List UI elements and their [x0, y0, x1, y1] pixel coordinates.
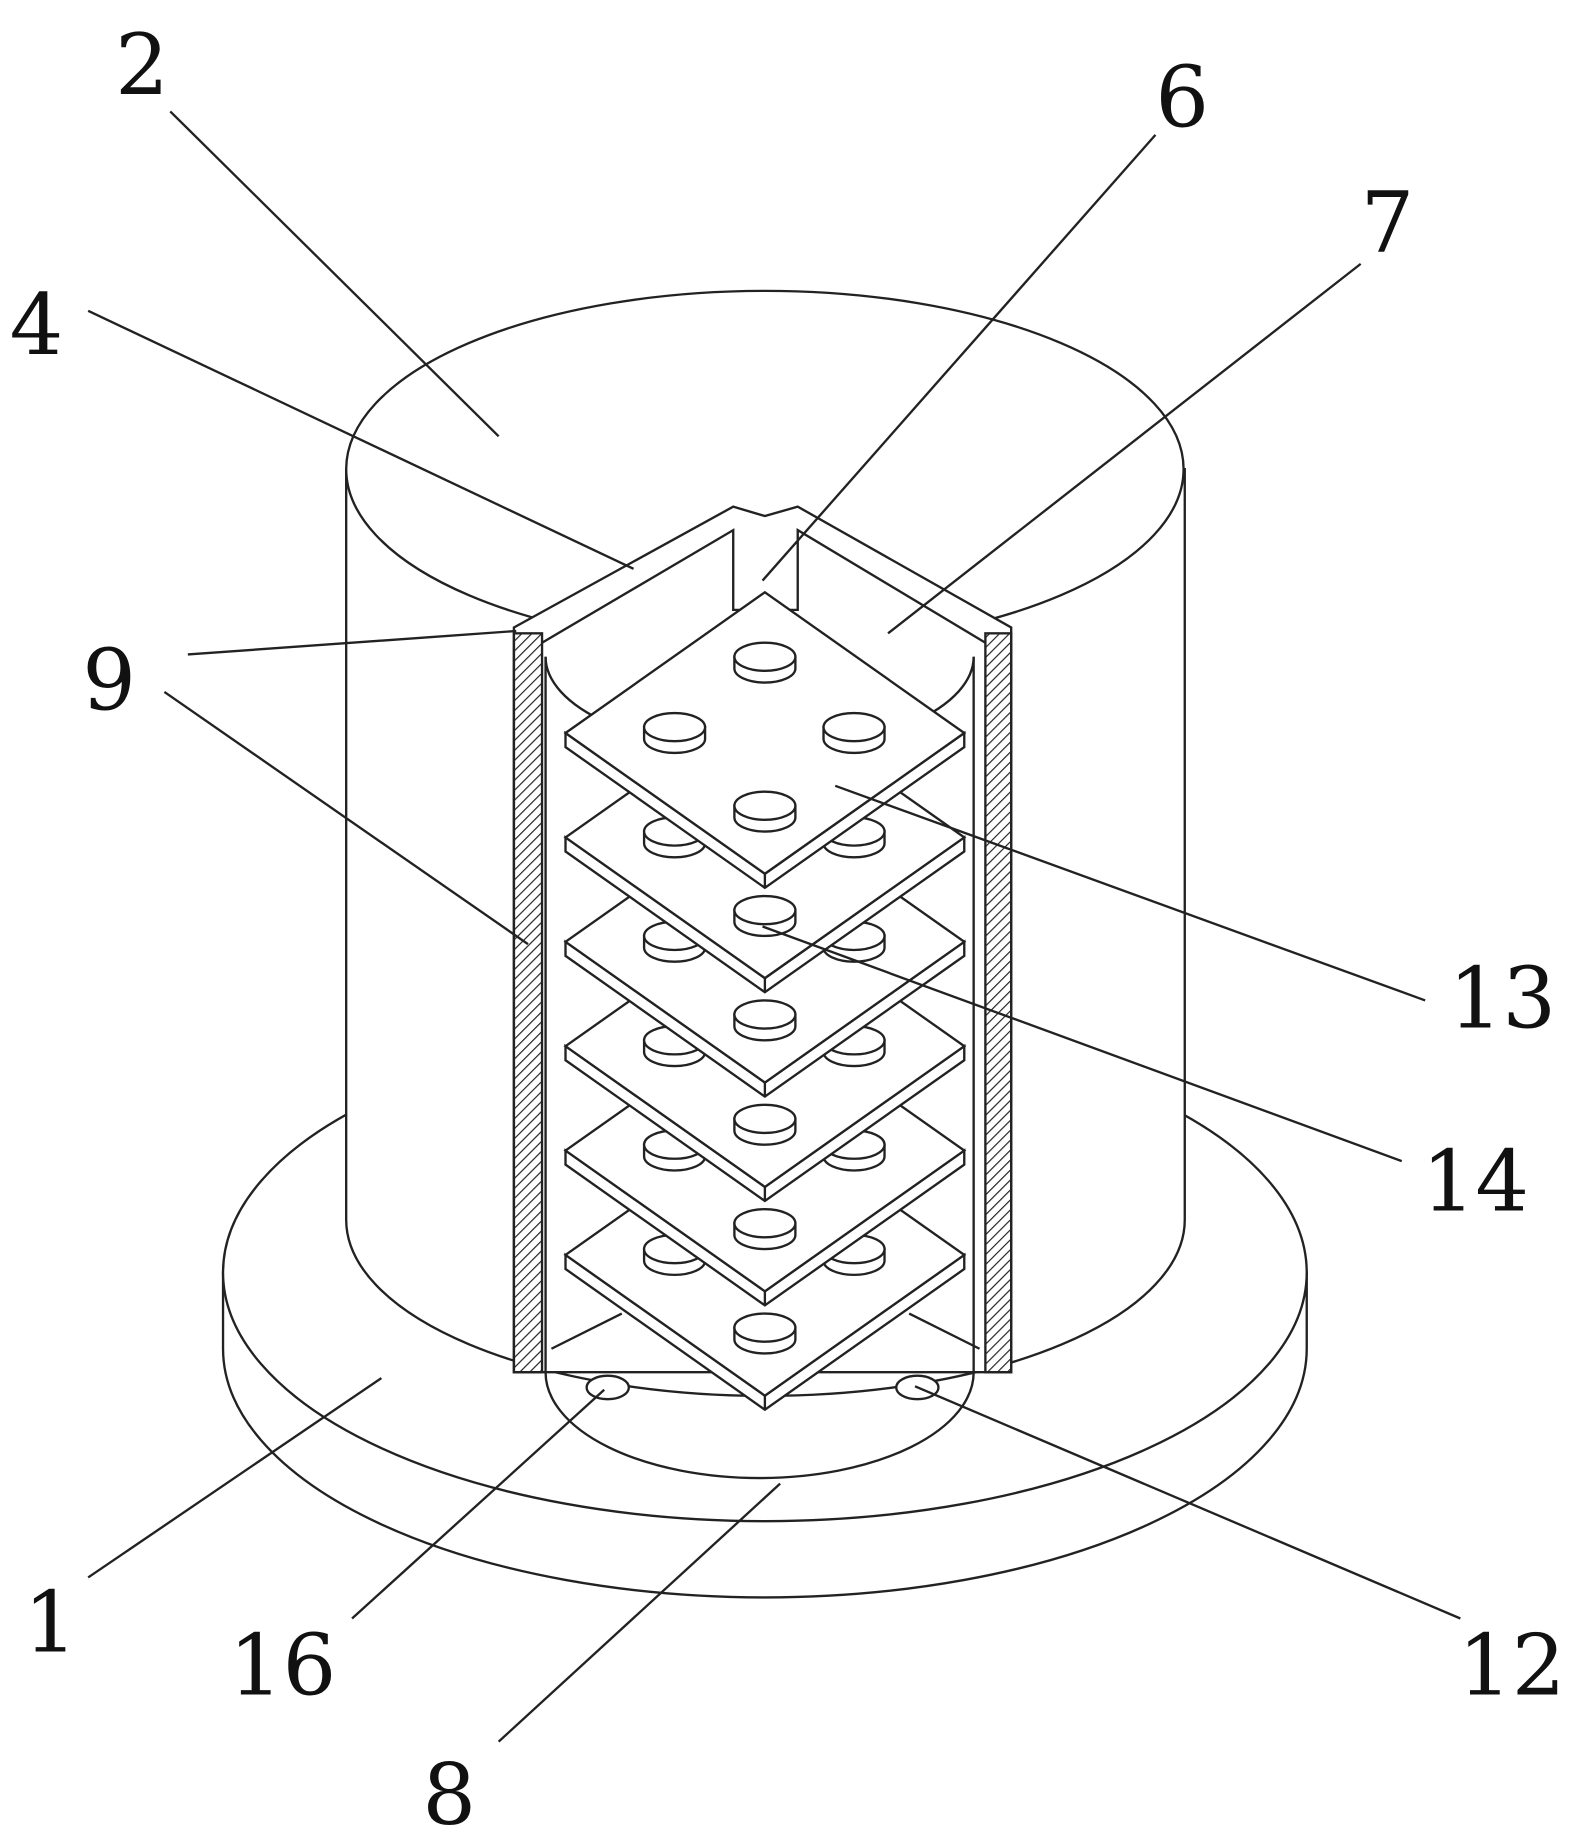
- label-13: 13: [1449, 949, 1556, 1047]
- label-8: 8: [422, 1746, 476, 1839]
- spacer-disk: [734, 1000, 795, 1040]
- label-12: 12: [1458, 1617, 1565, 1715]
- spacer-disk: [734, 792, 795, 832]
- spacer-disk: [644, 713, 705, 753]
- spacer-disk: [824, 713, 885, 753]
- label-7: 7: [1361, 174, 1415, 272]
- hatched-strip-left: [514, 633, 542, 1372]
- label-2: 2: [115, 16, 169, 114]
- label-9: 9: [82, 632, 136, 730]
- spacer-disk: [734, 1105, 795, 1145]
- label-14: 14: [1422, 1132, 1529, 1230]
- spacer-disk: [734, 643, 795, 683]
- leader-2: [170, 111, 498, 436]
- hole-16: [587, 1376, 629, 1399]
- label-4: 4: [10, 276, 64, 374]
- label-1: 1: [24, 1573, 78, 1671]
- hatched-strip-right: [985, 633, 1011, 1372]
- label-16: 16: [229, 1617, 336, 1715]
- spacer-disk: [734, 1314, 795, 1354]
- spacer-disk: [734, 1209, 795, 1249]
- label-6: 6: [1155, 49, 1209, 147]
- spacer-disk: [734, 896, 795, 936]
